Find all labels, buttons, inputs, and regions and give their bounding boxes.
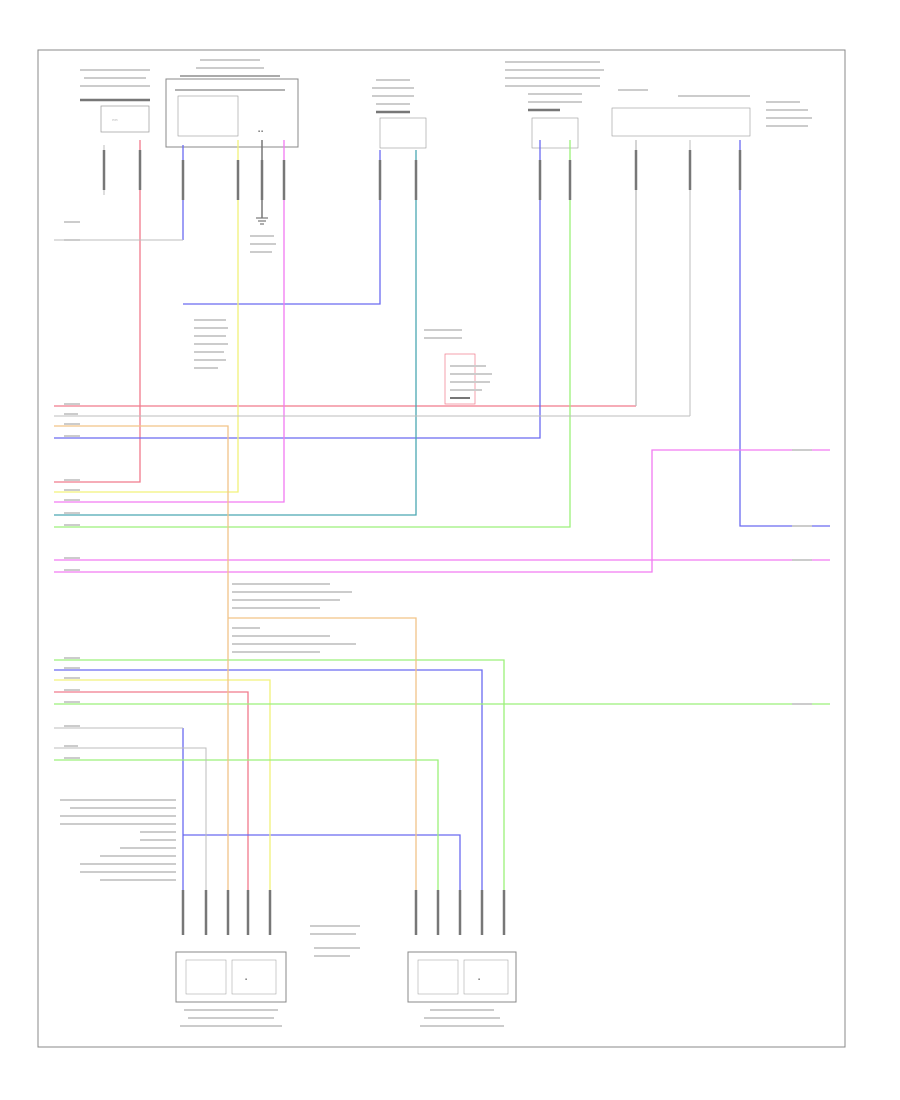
wire-magenta: [54, 140, 830, 573]
wire-teal: [54, 150, 417, 516]
seat-sensor-right: [611, 89, 812, 137]
svg-text:▪: ▪: [478, 977, 480, 981]
heated-seat-module: ▪ ▪: [165, 59, 299, 148]
connector-pins-bottom: [181, 890, 506, 935]
wire-yellow: [54, 140, 271, 905]
heated-seat-switch-right: [505, 61, 604, 149]
heated-seat-switch-left: ▭▭: [80, 69, 150, 133]
ground-icon: [256, 217, 268, 225]
seat-heater-front-right: ▪: [407, 951, 517, 1027]
svg-text:▭▭: ▭▭: [112, 118, 118, 122]
splice-block: [424, 329, 492, 405]
svg-text:▪: ▪: [245, 977, 247, 981]
seat-sensor-left: [372, 79, 427, 149]
wire-gray: [54, 140, 691, 905]
seat-heater-front-left: ▪: [175, 951, 287, 1027]
wire-red: [54, 140, 637, 905]
diagram-notes: [60, 235, 360, 957]
wire-code-labels-right: [792, 449, 812, 705]
svg-text:▪ ▪: ▪ ▪: [258, 129, 263, 133]
wire-orange: [54, 425, 417, 905]
wire-blue: [54, 140, 830, 905]
diagram-frame: [37, 49, 846, 1048]
wire-green: [54, 140, 830, 905]
wire-code-labels-left: [64, 221, 80, 759]
connector-pins-top: [102, 150, 742, 200]
